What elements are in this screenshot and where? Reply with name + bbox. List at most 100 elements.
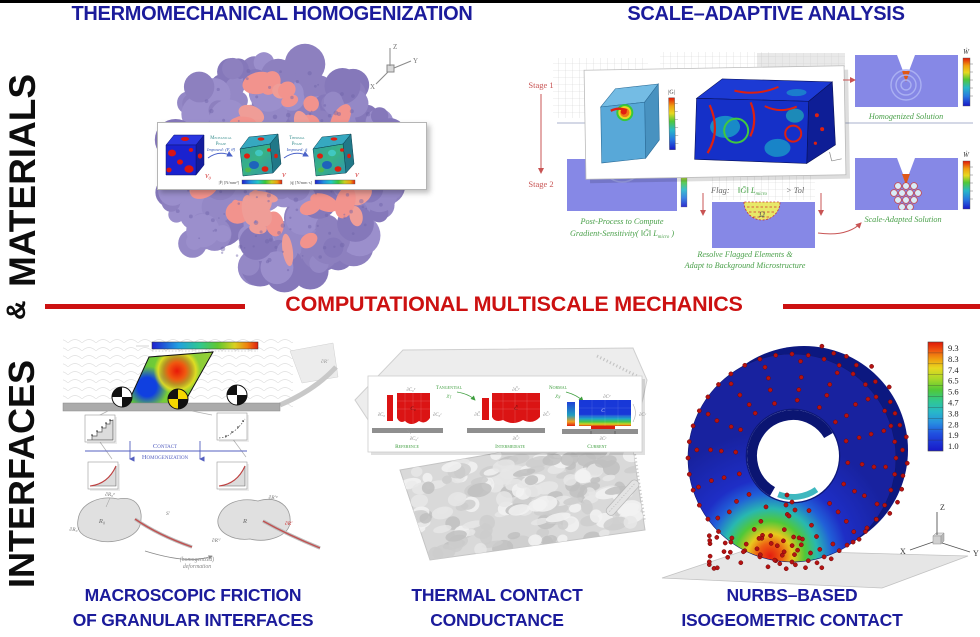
plate-edge-hatch: [596, 354, 642, 380]
thermal-inset-box: ∂C₀ᵀ ∂C₀ ∂C₀ᶜ ∂C₀ᶜ C₀ Reference Tangenti…: [367, 375, 647, 455]
reference-rve-cube: [165, 134, 205, 176]
current-configuration: ∂Cᵀ ∂Cᶜ ∂Cᶜ C Current: [562, 394, 647, 450]
stress-colorbar-label: |P̄| [N/mm²]: [219, 180, 240, 185]
flux-colorbar: [314, 179, 356, 185]
rve-volume-label: V0: [205, 174, 211, 181]
thermo-axis-y: Y: [413, 57, 418, 65]
tangential-symbol: χT: [446, 393, 452, 400]
resolve-caption-line2: Adapt to Background Microstructure: [684, 261, 806, 270]
right-grain-wedge: ∂R′: [279, 342, 339, 408]
deformed-rve-cube-thermal: [312, 133, 355, 177]
current-caption: Current: [587, 444, 607, 450]
dr-left-label: ∂R′ᶠ: [212, 538, 221, 544]
top-border-bar: [0, 0, 980, 3]
smooth-inset-bottom-left: [87, 461, 120, 491]
nurbs-colorbar: 9.3 8.3 7.4 6.5 5.6 4.7 3.8 2.8 1.9 1.0: [927, 341, 959, 452]
intermediate-configuration: ∂C̃ᵀ ∂C̃ ∂C̃ᶜ ∂C̃ᶜ C̃ Intermediate: [467, 387, 551, 450]
flux-colorbar-label: |q̄| [N/mm·s]: [290, 180, 312, 185]
d1-right-label: ∂C₀ᶜ: [433, 412, 442, 418]
nurbs-axis-z: Z: [940, 503, 945, 512]
nurbs-axis-x: X: [900, 547, 906, 556]
tangential-label: Tangential: [436, 386, 463, 391]
homogenized-solution-plot: Ẇ: [855, 48, 973, 107]
d1-top-label: ∂C₀ᵀ: [406, 387, 415, 393]
pivot-right: [226, 384, 248, 406]
d2-left-label: ∂C̃: [474, 412, 480, 418]
friction-colorbar-ticks: [136, 345, 258, 352]
pivot-symbols: [111, 384, 248, 410]
tangential-map-annotation: Tangential χT: [436, 386, 476, 401]
s-prime-label: S′: [166, 511, 171, 517]
scale-adapted-solution-plot: Ẇ: [855, 151, 973, 210]
normal-symbol: χN: [555, 393, 561, 400]
pivot-left: [111, 386, 133, 408]
thermo-panel-title: THERMOMECHANICAL HOMOGENIZATION: [71, 3, 473, 25]
cbar-tick-6: 3.8: [948, 408, 959, 418]
nurbs-figure: 9.3 8.3 7.4 6.5 5.6 4.7 3.8 2.8 1.9 1.0 …: [661, 341, 979, 589]
homogenized-caption: Homogenized Solution: [868, 112, 943, 121]
intermediate-caption: Intermediate: [495, 444, 525, 450]
asperity-inset-top-left: [84, 414, 117, 444]
macro-cube-sensitivity: [600, 83, 660, 164]
current-contact-curve: [262, 519, 321, 550]
thermo-inset-figure: V0 Mechanical Phase Imposed: (F̄, θ̄): [165, 133, 360, 185]
cbar-tick-1: 8.3: [948, 354, 959, 364]
d2-top-label: ∂C̃ᵀ: [512, 387, 520, 393]
thermal-arrow: [283, 151, 309, 159]
mech-arrow: [207, 151, 233, 159]
asperity-inset-top-right: [216, 412, 249, 442]
cbar-tick-8: 1.9: [948, 430, 959, 440]
d1-left-label: ∂C₀: [378, 412, 386, 418]
friction-figure: ∂R′: [62, 338, 339, 570]
normal-label: Normal: [549, 386, 568, 391]
thermo-inset-box: V0 Mechanical Phase Imposed: (F̄, θ̄): [157, 122, 427, 190]
friction-colorbar: [151, 341, 259, 350]
resolve-caption-line1: Resolve Flagged Elements &: [696, 250, 793, 259]
cbar-tick-2: 7.4: [948, 365, 959, 375]
c0-label: C₀: [410, 406, 415, 412]
nurbs-caption-line1: NURBS–BASED: [726, 585, 858, 605]
mech-phase-line3: Imposed: (F̄, θ̄): [206, 147, 236, 153]
control-points: [685, 343, 910, 572]
cbar-tick-0: 9.3: [948, 343, 959, 353]
axis-triad-nurbs: Z X Y: [900, 503, 979, 558]
g-colorbar-label: |G|: [668, 90, 675, 96]
thermal-phase-line1: Thermal: [289, 136, 305, 141]
scale-adaptive-figure: Stage 1 Stage 2 Post-Process to Compute …: [528, 48, 973, 270]
deformation-label-line1: (homogenized): [180, 556, 215, 563]
thermo-axis-x: X: [370, 83, 375, 91]
smooth-inset-bottom-right: [216, 461, 249, 491]
postprocess-caption-line2: Gradient-Sensitivity( ‖Ḡ‖ Lmicro ): [570, 229, 674, 240]
nurbs-ring: [687, 346, 908, 563]
contact-homogenization-flow: Contact Homogenization: [85, 441, 247, 462]
dr-top-label: ∂R′ᵖ: [269, 495, 278, 501]
mech-phase-line1: Mechanical: [210, 136, 232, 141]
cbar-tick-7: 2.8: [948, 419, 959, 429]
d3-bottom-label: ∂Cᶜ: [600, 436, 608, 442]
friction-caption-line2: OF GRANULAR INTERFACES: [72, 610, 314, 630]
side-label-ampersand: &: [1, 300, 31, 321]
d3-top-label: ∂Cᵀ: [603, 394, 611, 400]
cbar-tick-9: 1.0: [948, 441, 959, 451]
deformation-arrow: [144, 550, 213, 560]
flagged-elements-plot: Flag:‖Ḡ‖ Lmicro> Tol Ω: [700, 186, 862, 248]
deformed-volume-label-1: V: [282, 173, 287, 179]
contact-label: Contact: [153, 443, 177, 450]
deformed-volume-label-2: V: [355, 173, 360, 179]
stage2-label: Stage 2: [528, 179, 553, 189]
reference-contact-curve: [134, 517, 193, 549]
pivot-middle-yellow: [167, 388, 189, 410]
dr-red-label: ∂R′: [285, 521, 293, 527]
side-rail: [605, 479, 640, 516]
mechanical-phase-annotation: Mechanical Phase Imposed: (F̄, θ̄): [206, 136, 236, 159]
micro-cube-gradient-field: [694, 78, 842, 164]
postprocess-caption-line1: Post-Process to Compute: [580, 217, 664, 226]
thermal-caption-line1: THERMAL CONTACT: [411, 585, 583, 605]
d3-right-label: ∂Cᶜ: [639, 412, 647, 418]
dr0-left-label: ∂R₀ᶠ: [70, 527, 80, 533]
ct-label: C̃: [514, 405, 518, 412]
thermal-phase-line3: Imposed: ḡ: [286, 147, 308, 152]
wdot-label-2: Ẇ: [963, 151, 970, 159]
stage1-label: Stage 1: [528, 80, 553, 90]
